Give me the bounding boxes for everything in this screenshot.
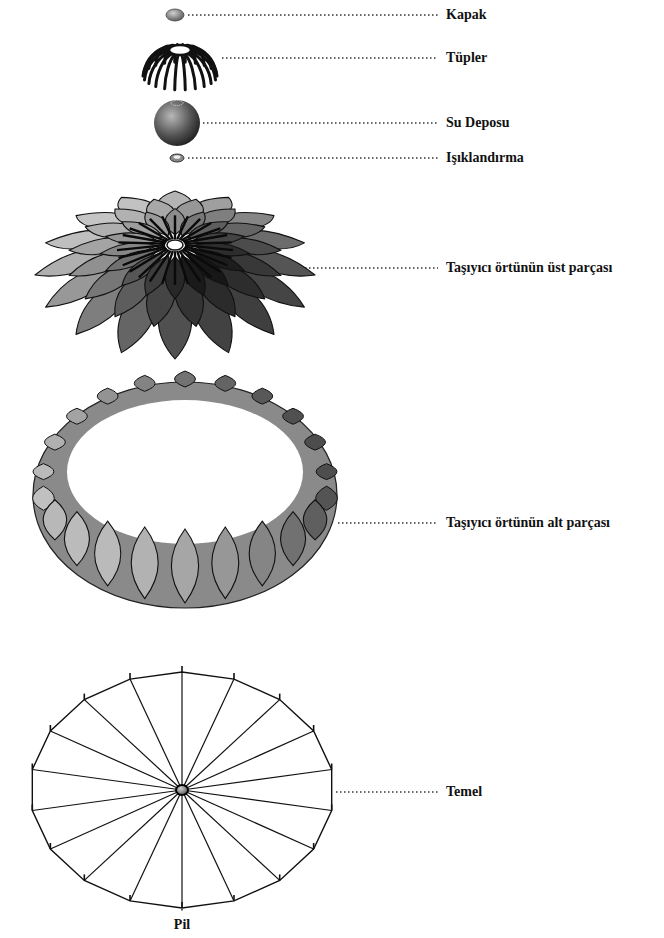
ring-petal — [215, 375, 236, 391]
tank-inlet — [171, 101, 183, 106]
lighting-shape — [170, 154, 184, 162]
lower-cover-shape — [33, 371, 338, 608]
part-label: Kapak — [444, 7, 488, 23]
tube — [190, 49, 216, 72]
cover-rib — [181, 250, 211, 278]
foundation-post — [331, 804, 333, 810]
cover-rib — [162, 216, 173, 239]
foundation-spoke — [181, 790, 182, 908]
cover-rib — [117, 245, 165, 250]
ring-petal — [33, 464, 54, 480]
foundation-post — [313, 725, 315, 731]
tube-ring — [169, 45, 191, 55]
foundation-post — [233, 895, 235, 901]
cover-rib — [174, 215, 176, 239]
leader-line — [188, 157, 438, 159]
part-label: Taşıyıcı örtünün üst parçası — [444, 260, 614, 276]
ring-petal — [281, 512, 306, 566]
battery-shape — [176, 785, 188, 795]
foundation-post — [83, 694, 85, 700]
foundation-post — [50, 725, 52, 731]
foundation-spoke — [181, 672, 182, 790]
cover-rib — [185, 246, 232, 257]
foundation-spoke — [182, 790, 234, 901]
leader-line — [203, 122, 438, 124]
part-label: Taşıyıcı örtünün alt parçası — [444, 515, 612, 531]
foundation-spoke — [130, 790, 182, 901]
cap-shape — [166, 9, 184, 21]
cover-opening — [167, 240, 183, 250]
part-label: Su Deposu — [444, 115, 511, 131]
foundation-post — [181, 666, 183, 672]
leader-line — [188, 14, 438, 16]
foundation-post — [313, 843, 315, 849]
ring-petal — [67, 408, 88, 424]
ring-petal — [134, 375, 155, 391]
foundation-spoke — [84, 790, 182, 880]
ring-petal — [316, 464, 337, 480]
foundation-post — [279, 694, 281, 700]
part-label: Işıklandırma — [444, 150, 526, 166]
foundation-spoke — [182, 679, 234, 790]
leader-line — [338, 522, 438, 524]
cover-rib — [177, 251, 188, 284]
ring-petal — [64, 512, 89, 566]
foundation-spoke — [84, 700, 182, 790]
part-label: Temel — [444, 784, 484, 800]
foundation-spoke — [32, 790, 182, 810]
foundation-post — [50, 843, 52, 849]
foundation-post — [331, 764, 333, 770]
foundation-post — [233, 673, 235, 679]
figure — [32, 9, 337, 908]
leader-line — [305, 267, 438, 269]
ring-petal — [249, 521, 275, 586]
leader-line — [336, 791, 438, 793]
upper-cover-shape — [35, 191, 315, 359]
ring-petal — [252, 388, 273, 404]
part-label: Pil — [172, 917, 192, 933]
foundation-shape — [32, 666, 331, 908]
ring-opening — [67, 400, 303, 544]
ring-petal — [212, 527, 239, 599]
ring-petal — [283, 408, 304, 424]
foundation-spoke — [50, 731, 182, 790]
cover-rib — [118, 242, 165, 243]
foundation-spoke — [182, 790, 314, 849]
ring-petal — [131, 527, 158, 599]
ring-petal — [175, 371, 196, 387]
foundation-post — [32, 804, 34, 810]
part-label: Tüpler — [444, 50, 489, 66]
foundation-post — [279, 874, 281, 880]
ring-petal — [97, 388, 118, 404]
ring-petal — [43, 500, 66, 540]
cover-rib — [184, 235, 227, 242]
cover-rib — [174, 251, 176, 285]
foundation-post — [129, 673, 131, 679]
foundation-post — [129, 895, 131, 901]
foundation-post — [83, 874, 85, 880]
foundation-spoke — [130, 679, 182, 790]
lighting-core — [174, 155, 181, 159]
ring-petal — [303, 500, 326, 540]
leader-line — [222, 57, 438, 59]
foundation-outline — [32, 672, 331, 908]
foundation-post — [181, 902, 183, 908]
foundation-spoke — [182, 770, 332, 790]
water-tank-shape — [154, 100, 200, 146]
cover-rib — [185, 242, 232, 243]
foundation-spoke — [182, 790, 280, 880]
cover-rib — [150, 251, 171, 282]
ring-band — [33, 382, 337, 608]
ring-petal — [45, 434, 66, 450]
ring-petal — [95, 521, 121, 586]
ring-petal — [305, 434, 326, 450]
ring-petal — [171, 529, 198, 603]
tubes-shape — [143, 45, 217, 90]
foundation-post — [32, 764, 34, 770]
foundation-spoke — [182, 700, 280, 790]
